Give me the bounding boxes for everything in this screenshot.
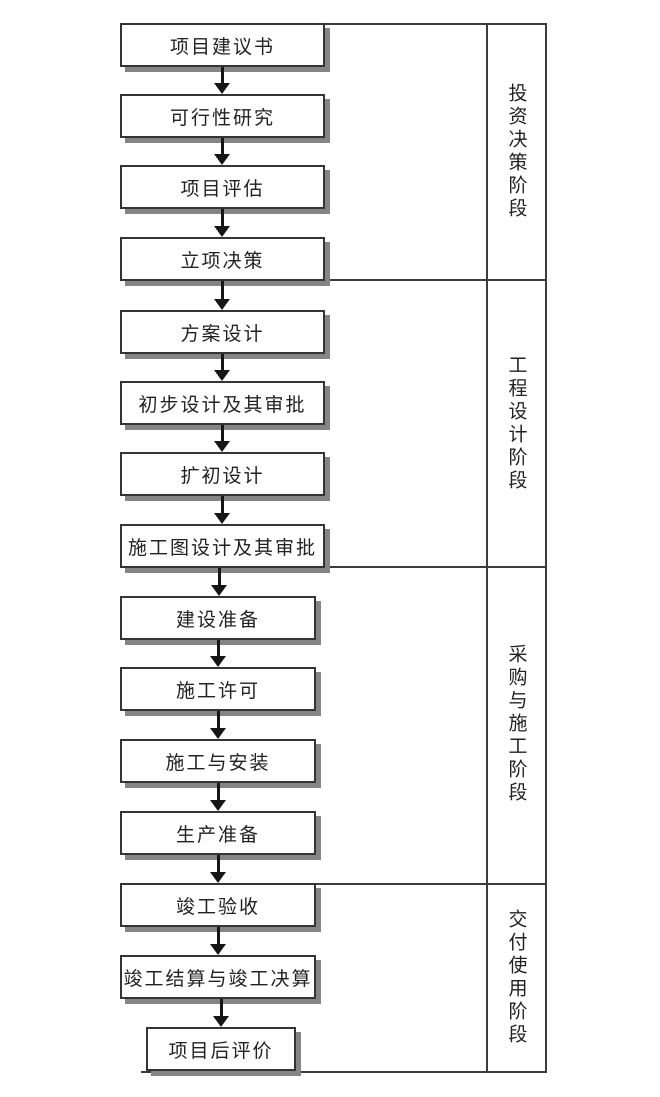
node-label: 项目建议书 [169,36,275,58]
node-label: 扩初设计 [180,465,265,487]
down-arrow-9 [210,640,226,667]
down-arrow-11 [210,783,226,811]
arrow-shaft [220,209,224,228]
node-production-preparation: 生产准备 [120,811,316,855]
arrow-head [214,441,230,452]
node-label: 可行性研究 [169,107,275,129]
arrow-head [214,154,230,165]
stage-bracket-top-line [322,23,547,25]
arrow-head [210,944,226,955]
arrow-head [210,656,226,667]
arrow-shaft [216,855,220,874]
down-arrow-2 [214,138,230,165]
node-project-proposal: 项目建议书 [120,23,325,67]
down-arrow-13 [210,927,226,955]
node-project-evaluation: 项目评估 [120,165,325,209]
arrow-head [210,872,226,883]
arrow-head [214,370,230,381]
down-arrow-14 [213,999,229,1027]
node-label: 方案设计 [180,323,265,345]
node-expanded-preliminary-design: 扩初设计 [120,452,325,496]
stage-bracket-bottom-line [141,1071,547,1073]
stage-divider-1 [325,279,547,281]
arrow-shaft [216,783,220,802]
node-label: 施工许可 [175,680,260,702]
node-label: 立项决策 [180,250,265,272]
node-label: 项目评估 [180,178,265,200]
arrow-shaft [217,568,221,587]
stage-engineering-design: 工程设计阶段 [487,281,545,566]
down-arrow-12 [210,855,226,883]
node-label: 竣工验收 [175,896,260,918]
arrow-shaft [220,281,224,301]
down-arrow-3 [214,209,230,237]
down-arrow-1 [214,67,230,94]
arrow-head [210,800,226,811]
node-label: 生产准备 [175,824,260,846]
node-construction-preparation: 建设准备 [120,596,316,640]
node-label: 初步设计及其审批 [138,394,307,416]
node-label: 施工与安装 [165,752,271,774]
arrow-shaft [216,927,220,946]
node-preliminary-design-approval: 初步设计及其审批 [120,381,325,425]
stage-label: 交付使用阶段 [505,909,527,1047]
stage-bracket-vline-right [545,23,547,1073]
arrow-head [210,728,226,739]
arrow-head [214,226,230,237]
down-arrow-6 [214,425,230,452]
arrow-head [214,513,230,524]
node-construction-permit: 施工许可 [120,667,316,711]
node-completion-settlement-final-accounts: 竣工结算与竣工决算 [120,955,316,999]
node-label: 项目后评价 [168,1040,274,1062]
stage-label: 采购与施工阶段 [505,644,527,805]
arrow-shaft [219,999,223,1018]
node-label: 建设准备 [175,609,260,631]
stage-procurement-construction: 采购与施工阶段 [487,568,545,881]
arrow-head [213,1016,229,1027]
arrow-head [214,83,230,94]
node-post-project-evaluation: 项目后评价 [146,1027,296,1071]
down-arrow-4 [214,281,230,310]
arrow-head [211,585,227,596]
down-arrow-7 [214,496,230,524]
arrow-shaft [220,138,224,156]
arrow-shaft [216,640,220,658]
down-arrow-8 [211,568,227,596]
arrow-shaft [220,496,224,515]
arrow-shaft [220,425,224,443]
down-arrow-10 [210,711,226,739]
arrow-shaft [220,67,224,85]
stage-label: 工程设计阶段 [505,354,527,493]
node-construction-drawing-design-approval: 施工图设计及其审批 [120,524,325,568]
stage-investment-decision: 投资决策阶段 [487,25,545,279]
stage-divider-2 [325,566,547,568]
node-completion-acceptance: 竣工验收 [120,883,316,927]
node-label: 施工图设计及其审批 [127,537,317,559]
stage-label: 投资决策阶段 [505,83,527,221]
node-construction-installation: 施工与安装 [120,739,316,783]
stage-delivery-use: 交付使用阶段 [487,885,545,1071]
arrow-shaft [220,354,224,372]
down-arrow-5 [214,354,230,381]
node-approval-decision: 立项决策 [120,237,325,281]
node-scheme-design: 方案设计 [120,310,325,354]
node-feasibility-study: 可行性研究 [120,94,325,138]
stage-divider-3 [316,883,547,885]
arrow-shaft [216,711,220,730]
node-label: 竣工结算与竣工决算 [123,968,313,990]
stage-bracket-vline-left [486,23,488,1073]
arrow-head [214,299,230,310]
